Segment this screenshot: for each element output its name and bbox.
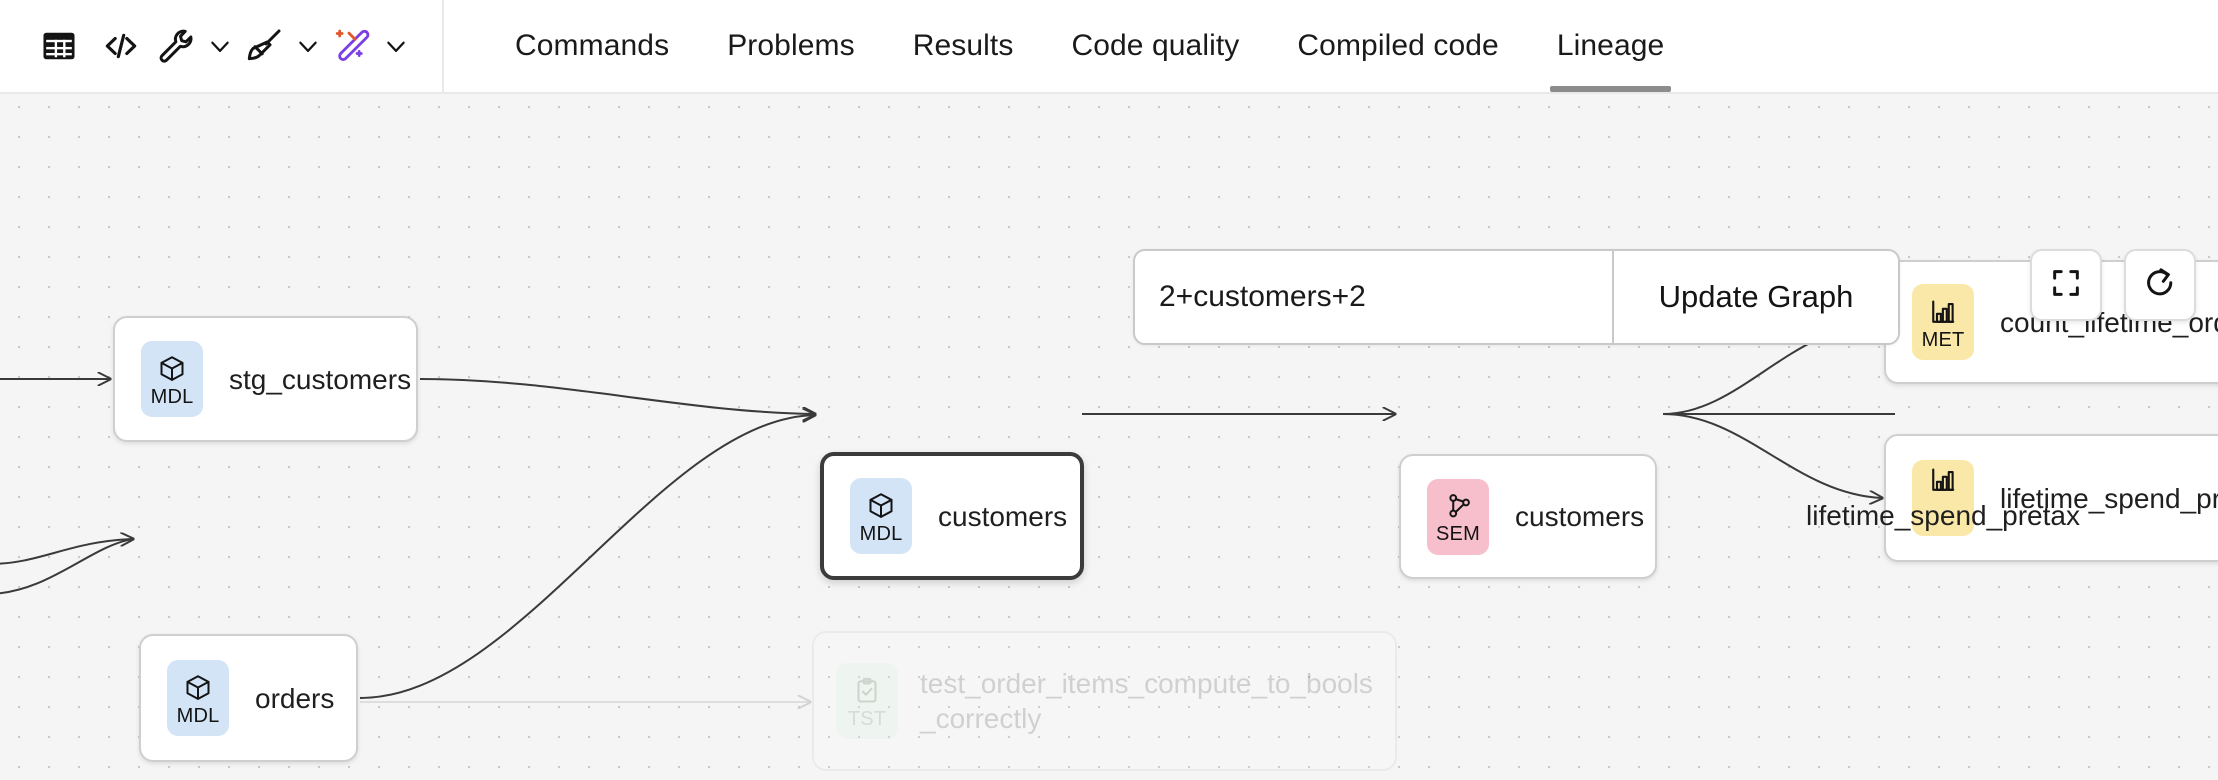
- network-graph-icon: [1443, 489, 1473, 523]
- cube-icon: [157, 352, 187, 386]
- badge-label: MDL: [176, 704, 220, 727]
- node-label: orders: [255, 682, 335, 714]
- refresh-button[interactable]: [2124, 249, 2196, 321]
- chevron-down-icon[interactable]: [200, 15, 240, 77]
- tab-label: Problems: [727, 29, 855, 62]
- tab-bar: Commands Problems Results Code quality C…: [444, 0, 1693, 92]
- badge-label: SEM: [1436, 523, 1480, 545]
- tab-underline: [1549, 86, 1672, 92]
- fit-view-icon: [2049, 266, 2083, 305]
- refresh-icon: [2142, 265, 2178, 306]
- badge-label: TST: [847, 707, 887, 730]
- badge-label: MDL: [859, 522, 903, 545]
- node-label: lifetime_spend_pretax: [2000, 482, 2218, 514]
- format-tool-group: [240, 15, 328, 77]
- node-type-badge-sem: SEM: [1427, 478, 1489, 555]
- node-type-badge-mdl: MDL: [141, 341, 203, 417]
- code-view-icon[interactable]: [90, 15, 152, 77]
- node-label: customers: [1515, 501, 1645, 532]
- fit-view-button[interactable]: [2030, 249, 2102, 321]
- node-type-badge-tst: TST: [836, 663, 898, 739]
- tab-label: Results: [912, 29, 1014, 62]
- tab-problems[interactable]: Problems: [698, 0, 884, 92]
- graph-search-input[interactable]: [1135, 251, 1612, 343]
- cube-icon: [183, 671, 213, 705]
- node-label: customers: [938, 500, 1068, 532]
- bar-chart-icon: [1928, 295, 1958, 329]
- chevron-down-icon[interactable]: [376, 15, 416, 77]
- ai-assist-tool-group: [328, 15, 416, 77]
- node-type-badge-met: MET: [1912, 284, 1974, 360]
- tab-lineage[interactable]: Lineage: [1528, 0, 1693, 92]
- tab-results[interactable]: Results: [884, 0, 1043, 92]
- lineage-node-orders[interactable]: MDL orders: [139, 634, 358, 762]
- node-label: test_order_items_compute_to_bools _corre…: [920, 668, 1373, 734]
- tab-label: Commands: [515, 29, 670, 62]
- node-type-badge-met: lifetime_spend_pretax: [1806, 460, 2080, 536]
- node-type-badge-mdl: MDL: [850, 478, 912, 554]
- lineage-node-stg-customers[interactable]: MDL stg_customers: [113, 316, 418, 442]
- update-graph-button[interactable]: Update Graph: [1612, 251, 1898, 343]
- top-bar: Commands Problems Results Code quality C…: [0, 0, 2218, 94]
- tab-label: Lineage: [1556, 29, 1665, 62]
- node-type-badge-mdl: MDL: [167, 660, 229, 736]
- badge-label: MET: [1921, 328, 1965, 351]
- tab-label: Code quality: [1071, 29, 1240, 62]
- table-view-icon[interactable]: [28, 15, 90, 77]
- tab-code-quality[interactable]: Code quality: [1042, 0, 1268, 92]
- tab-label: Compiled code: [1297, 29, 1499, 62]
- tab-compiled-code[interactable]: Compiled code: [1268, 0, 1527, 92]
- wrench-icon[interactable]: [152, 15, 200, 77]
- node-label: stg_customers: [229, 363, 412, 395]
- fix-tool-group: [152, 15, 240, 77]
- clipboard-check-icon: [852, 674, 882, 708]
- lineage-node-test-order-items[interactable]: TST test_order_items_compute_to_bools _c…: [812, 631, 1397, 771]
- bar-chart-icon: [1928, 463, 1958, 497]
- lineage-node-lifetime-spend-pretax[interactable]: lifetime_spend_pretax lifetime_spend_pre…: [1806, 434, 2218, 562]
- magic-wand-icon[interactable]: [328, 15, 376, 77]
- badge-label: MDL: [150, 385, 194, 408]
- graph-search-bar: Update Graph: [1133, 249, 1900, 345]
- lineage-node-customers-model[interactable]: MDL customers: [820, 452, 1084, 580]
- toolbar-divider: [442, 0, 444, 92]
- tab-commands[interactable]: Commands: [486, 0, 698, 92]
- lineage-canvas[interactable]: MDL stg_customers MDL orders: [0, 94, 2218, 780]
- node-label: lifetime_spend_pretax: [1806, 500, 2080, 531]
- broom-icon[interactable]: [240, 15, 288, 77]
- canvas-controls: [2030, 249, 2196, 321]
- cube-icon: [866, 489, 896, 523]
- editor-toolbar: [0, 0, 416, 92]
- lineage-node-customers-semantic[interactable]: SEM customers: [1399, 454, 1657, 579]
- chevron-down-icon[interactable]: [288, 15, 328, 77]
